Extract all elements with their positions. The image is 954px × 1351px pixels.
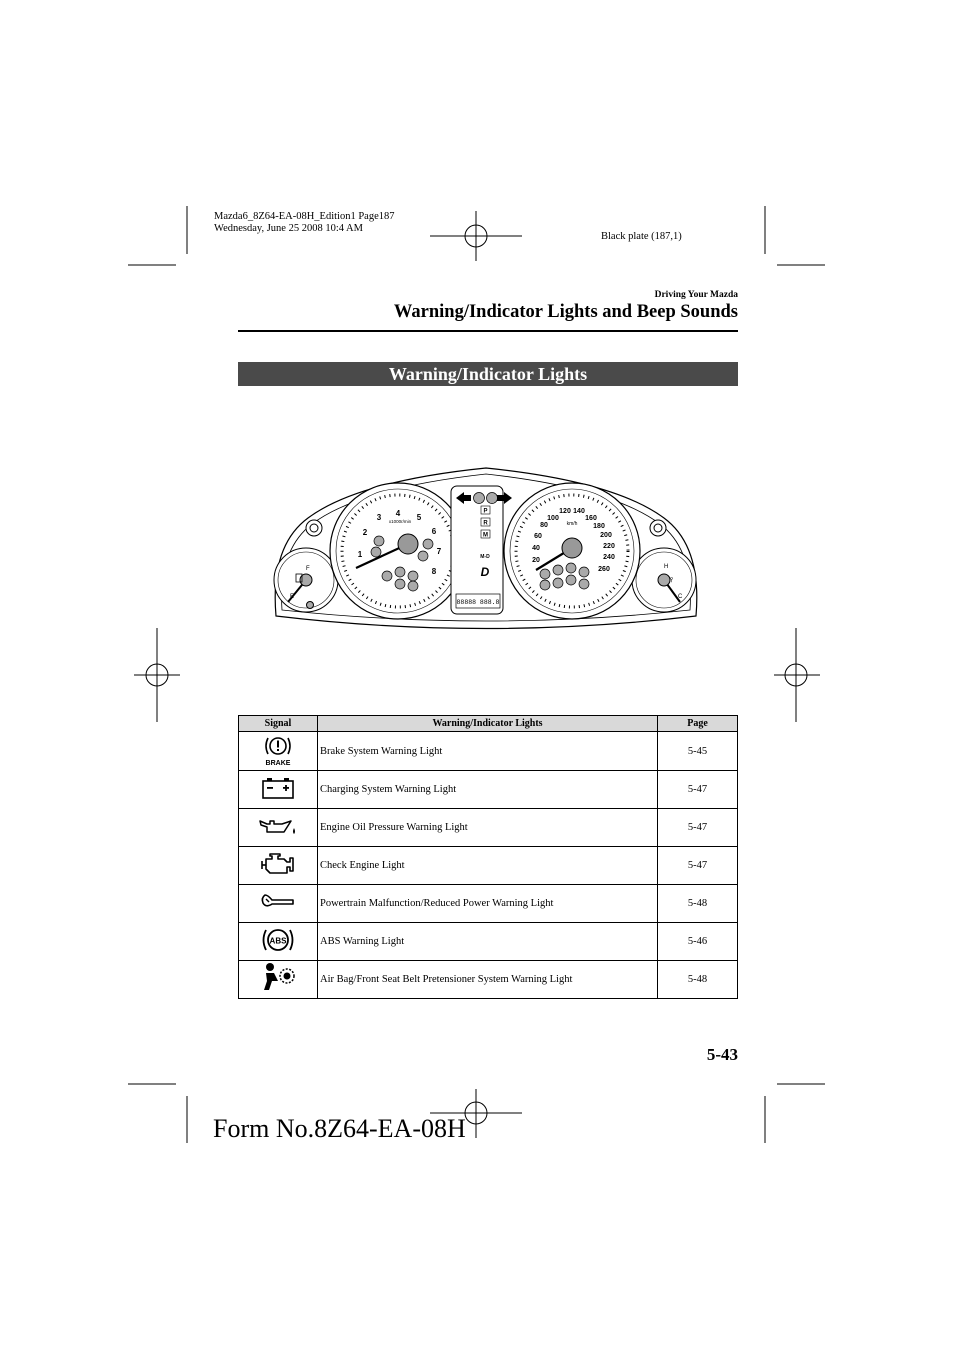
header-page: Page <box>657 715 738 732</box>
speed-number: 100 <box>547 515 559 522</box>
thermometer-icon: ⫯ <box>670 577 673 584</box>
brake-icon-label: BRAKE <box>266 760 291 767</box>
section-label: Driving Your Mazda <box>654 290 738 300</box>
header-lights: Warning/Indicator Lights <box>317 715 658 732</box>
speed-unit: km/h <box>567 521 578 527</box>
speed-number: 40 <box>532 545 540 552</box>
light-page: 5-47 <box>657 808 738 847</box>
speed-number: 20 <box>532 557 540 564</box>
light-name: Air Bag/Front Seat Belt Pretensioner Sys… <box>317 960 658 999</box>
odometer-display: 88888 888.8 <box>457 599 500 606</box>
header-signal: Signal <box>238 715 318 732</box>
light-name: ABS Warning Light <box>317 922 658 961</box>
tach-number: 8 <box>432 567 437 576</box>
light-name: Brake System Warning Light <box>317 731 658 771</box>
oil-can-icon <box>259 820 295 834</box>
brake-warning-icon: BRAKE <box>265 736 291 767</box>
light-page: 5-45 <box>657 731 738 771</box>
speed-number: 240 <box>603 554 615 561</box>
light-page: 5-48 <box>657 884 738 923</box>
tach-unit: x1000r/min <box>389 519 412 524</box>
title-rule <box>238 330 738 332</box>
speed-number: 260 <box>598 566 610 573</box>
speed-number: 120 <box>559 508 571 515</box>
print-meta-line2: Wednesday, June 25 2008 10:4 AM <box>214 223 363 234</box>
wrench-icon <box>261 894 294 907</box>
tach-number: 6 <box>432 527 437 536</box>
abs-icon-label: ABS <box>270 937 288 946</box>
instrument-cluster-illustration: F E H C ⫯ 1 2 3 4 5 6 7 8 x1000r/min 20 … <box>273 467 698 630</box>
light-name: Check Engine Light <box>317 846 658 885</box>
speed-number: 220 <box>603 543 615 550</box>
tach-number: 2 <box>363 528 368 537</box>
light-name: Charging System Warning Light <box>317 770 658 809</box>
light-page: 5-46 <box>657 922 738 961</box>
temp-cold-label: C <box>678 594 683 600</box>
print-meta: Mazda6_8Z64-EA-08H_Edition1 Page187 Wedn… <box>214 211 395 235</box>
fuel-full-label: F <box>306 566 310 572</box>
table-header-row: Signal Warning/Indicator Lights Page <box>238 715 738 732</box>
light-name: Powertrain Malfunction/Reduced Power War… <box>317 884 658 923</box>
page-title: Warning/Indicator Lights and Beep Sounds <box>393 302 738 322</box>
table-row: Check Engine Light 5-47 <box>238 846 738 885</box>
fuel-empty-label: E <box>290 594 294 600</box>
speed-number: 80 <box>540 522 548 529</box>
gear-d-label: D <box>481 565 490 579</box>
gear-p-label: P <box>483 509 487 515</box>
tach-number: 3 <box>377 513 382 522</box>
table-row: BRAKE Brake System Warning Light 5-45 <box>238 731 738 771</box>
speed-number: 140 <box>573 508 585 515</box>
table-row: Air Bag/Front Seat Belt Pretensioner Sys… <box>238 960 738 999</box>
light-page: 5-47 <box>657 846 738 885</box>
print-meta-line1: Mazda6_8Z64-EA-08H_Edition1 Page187 <box>214 211 395 222</box>
light-page: 5-47 <box>657 770 738 809</box>
table-row: Charging System Warning Light 5-47 <box>238 770 738 809</box>
speed-number: 160 <box>585 515 597 522</box>
airbag-icon <box>264 963 295 990</box>
gear-md-label: M-D <box>480 554 490 560</box>
speed-number: 200 <box>600 532 612 539</box>
light-name: Engine Oil Pressure Warning Light <box>317 808 658 847</box>
section-banner: Warning/Indicator Lights <box>238 362 738 386</box>
form-number: Form No.8Z64-EA-08H <box>213 1114 466 1143</box>
table-row: ABS ABS Warning Light 5-46 <box>238 922 738 961</box>
battery-icon <box>262 778 294 799</box>
tach-number: 4 <box>396 509 401 518</box>
page-number: 5-43 <box>706 1045 738 1064</box>
check-engine-icon <box>261 853 294 874</box>
table-row: Powertrain Malfunction/Reduced Power War… <box>238 884 738 923</box>
tach-number: 5 <box>417 513 422 522</box>
tach-number: 7 <box>437 547 442 556</box>
table-row: Engine Oil Pressure Warning Light 5-47 <box>238 808 738 847</box>
fuel-pump-icon <box>295 573 303 583</box>
warning-lights-table: Signal Warning/Indicator Lights Page BRA… <box>238 715 738 999</box>
turn-left-arrow-icon <box>456 492 471 504</box>
light-page: 5-48 <box>657 960 738 999</box>
tach-number: 1 <box>358 550 363 559</box>
temp-hot-label: H <box>664 564 668 570</box>
turn-right-arrow-icon <box>497 492 512 504</box>
abs-icon: ABS <box>262 929 294 951</box>
plate-label: Black plate (187,1) <box>601 231 682 242</box>
gear-r-label: R <box>483 521 488 527</box>
speed-number: 60 <box>534 533 542 540</box>
speed-number: 180 <box>593 523 605 530</box>
gear-m-label: M <box>483 533 488 539</box>
